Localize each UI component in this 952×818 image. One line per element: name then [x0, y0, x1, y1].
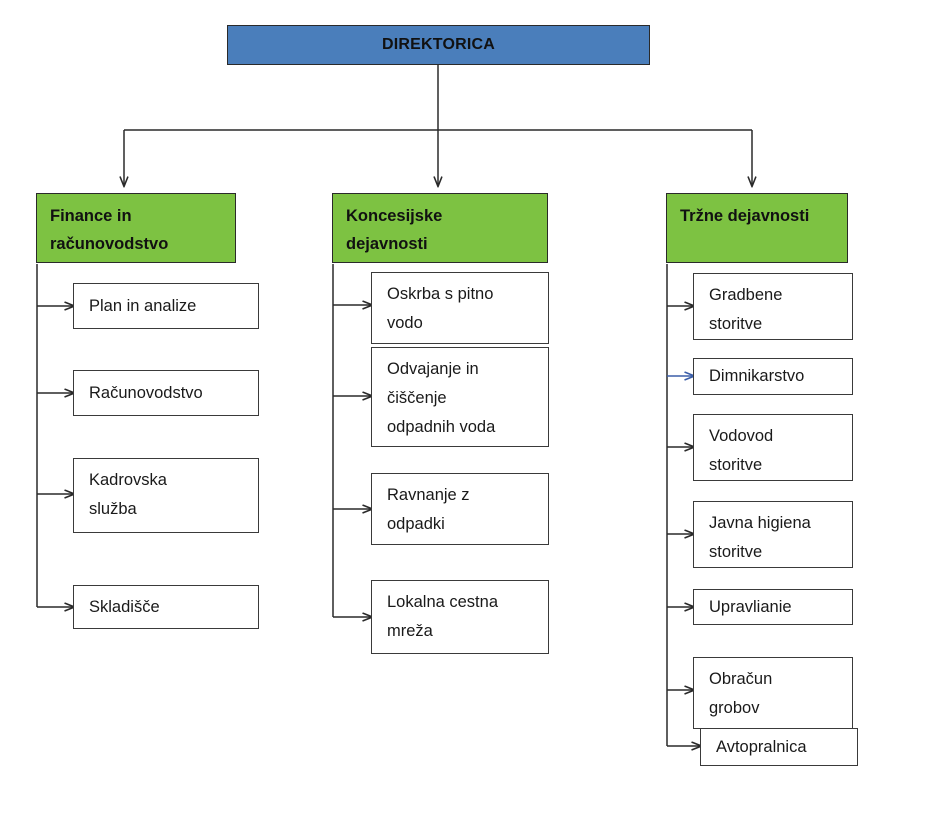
node-label: Vodovod storitve — [709, 427, 774, 474]
node-label: Gradbene storitve — [709, 286, 783, 333]
node-vodovod-storitve[interactable]: Vodovod storitve — [693, 414, 853, 481]
node-label: Plan in analize — [89, 296, 197, 315]
node-oskrba-s-pitno-vodo[interactable]: Oskrba s pitno vodo — [371, 272, 549, 344]
node-label: Oskrba s pitno vodo — [387, 285, 494, 332]
node-javna-higiena-storitve[interactable]: Javna higiena storitve — [693, 501, 853, 568]
node-lokalna-cestna-mreza[interactable]: Lokalna cestna mreža — [371, 580, 549, 654]
node-department-finance[interactable]: Finance in računovodstvo — [36, 193, 236, 263]
node-odvajanje-in-ciscenje[interactable]: Odvajanje in čiščenje odpadnih voda — [371, 347, 549, 447]
node-label: Finance in računovodstvo — [50, 207, 169, 253]
node-label: Dimnikarstvo — [709, 367, 805, 385]
node-label: Obračun grobov — [709, 670, 773, 717]
node-label: Skladišče — [89, 597, 160, 616]
node-kadrovska-sluzba[interactable]: Kadrovska služba — [73, 458, 259, 533]
node-label: Odvajanje in čiščenje odpadnih voda — [387, 360, 496, 436]
node-obracun-grobov[interactable]: Obračun grobov — [693, 657, 853, 729]
node-direktorica[interactable]: DIREKTORICA — [227, 25, 650, 65]
node-department-trzne[interactable]: Tržne dejavnosti — [666, 193, 848, 263]
node-upravlianie[interactable]: Upravlianie — [693, 589, 853, 625]
node-racunovodstvo[interactable]: Računovodstvo — [73, 370, 259, 416]
node-label: Ravnanje z odpadki — [387, 486, 470, 533]
node-ravnanje-z-odpadki[interactable]: Ravnanje z odpadki — [371, 473, 549, 545]
node-label: Tržne dejavnosti — [680, 207, 810, 225]
node-gradbene-storitve[interactable]: Gradbene storitve — [693, 273, 853, 340]
node-label: DIREKTORICA — [381, 36, 496, 53]
node-department-koncesijske[interactable]: Koncesijske dejavnosti — [332, 193, 548, 263]
node-label: Računovodstvo — [89, 383, 203, 402]
node-avtopralnica[interactable]: Avtopralnica — [700, 728, 858, 766]
node-label: Avtopralnica — [716, 737, 807, 756]
node-plan-in-analize[interactable]: Plan in analize — [73, 283, 259, 329]
node-label: Lokalna cestna mreža — [387, 593, 498, 640]
node-label: Javna higiena storitve — [709, 514, 811, 561]
node-label: Kadrovska služba — [89, 471, 167, 518]
node-label: Upravlianie — [709, 598, 792, 616]
node-skladisce[interactable]: Skladišče — [73, 585, 259, 629]
node-dimnikarstvo[interactable]: Dimnikarstvo — [693, 358, 853, 395]
node-label: Koncesijske dejavnosti — [346, 207, 443, 253]
